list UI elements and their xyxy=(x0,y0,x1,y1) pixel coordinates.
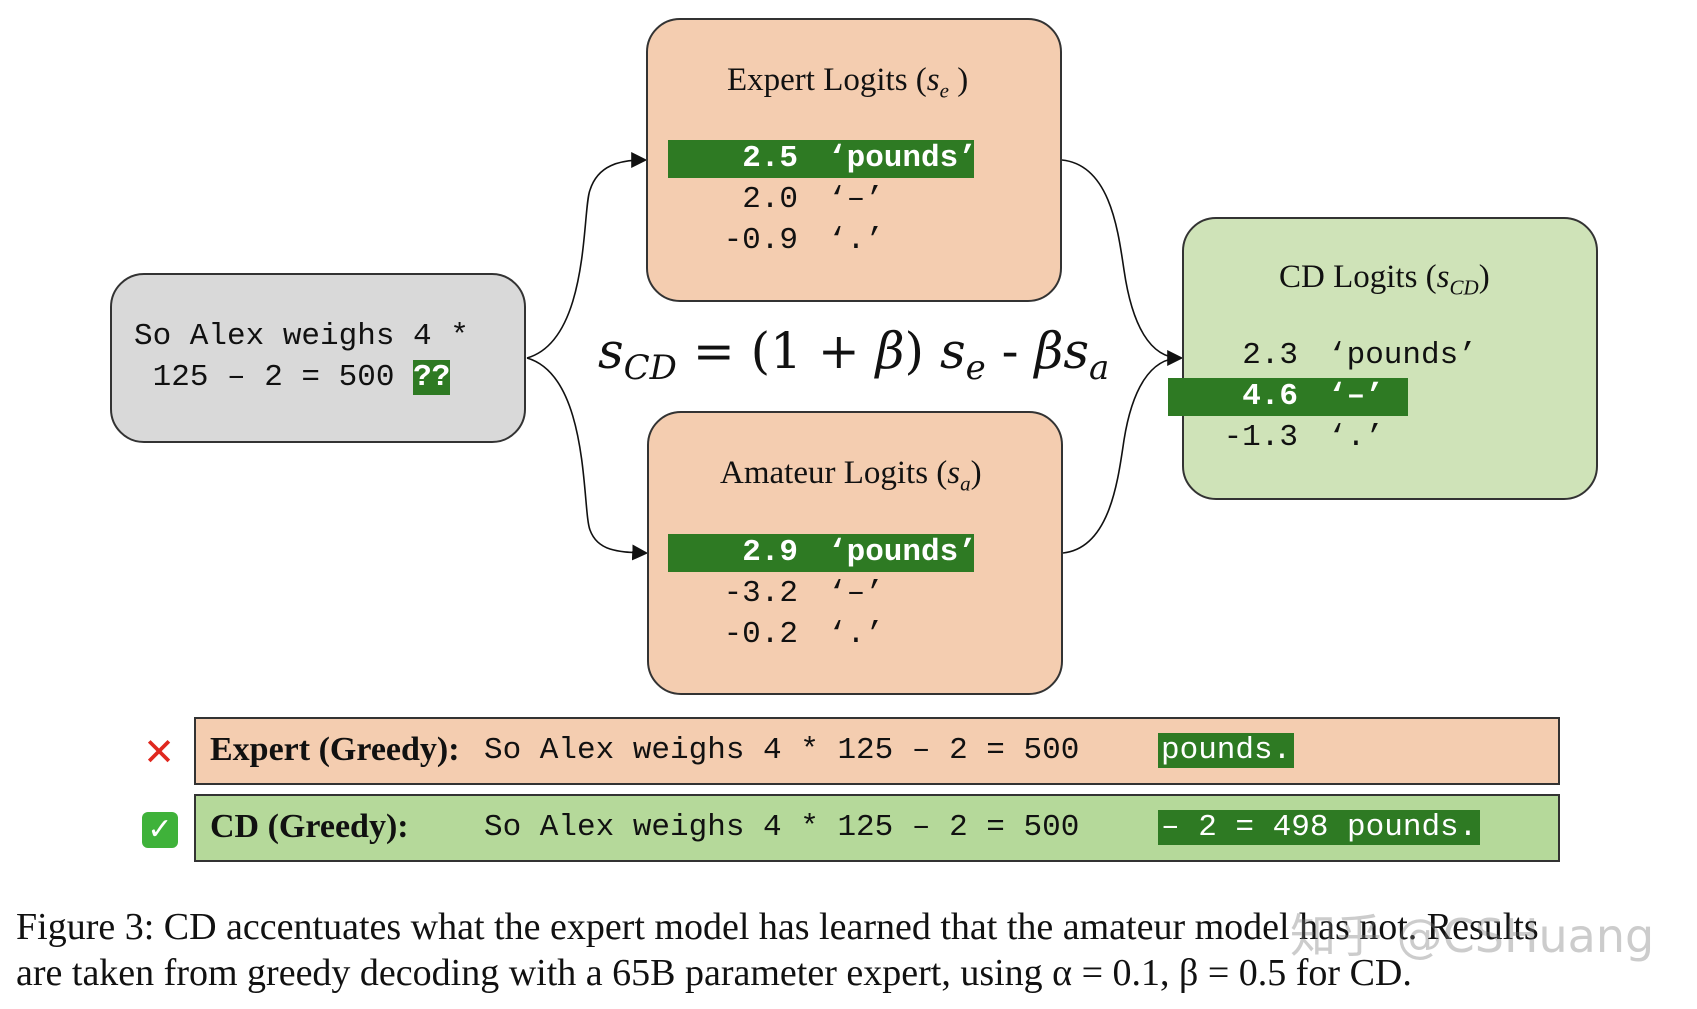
input-line-1: So Alex weighs 4 * xyxy=(134,319,469,354)
cd-logit-row-value: 4.6 xyxy=(1242,379,1298,414)
expert-logit-row-token: ‘.’ xyxy=(828,223,884,258)
cd-logit-row-token: ‘–’ xyxy=(1328,379,1384,414)
figure-caption: Figure 3: CD accentuates what the expert… xyxy=(16,904,1686,996)
expert-greedy-text: So Alex weighs 4 * 125 – 2 = 500 xyxy=(484,733,1080,768)
amateur-logit-row: -3.2 ‘–’ xyxy=(668,575,974,613)
expert-logit-row-value: 2.5 xyxy=(742,141,798,176)
amateur-logit-row: 2.9 ‘pounds’ xyxy=(668,534,977,572)
check-mark-icon: ✓ xyxy=(142,812,178,848)
arrow-expert-to-cd xyxy=(1061,159,1184,366)
amateur-logit-row: -0.2 ‘.’ xyxy=(668,616,974,654)
amateur-logit-row-token: ‘pounds’ xyxy=(828,535,977,570)
expert-logit-row: -0.9 ‘.’ xyxy=(668,222,974,260)
cross-mark-icon: ✕ xyxy=(143,730,175,774)
caption-line-2: are taken from greedy decoding with a 65… xyxy=(16,952,1412,994)
cd-greedy-result: CD (Greedy): So Alex weighs 4 * 125 – 2 … xyxy=(194,794,1560,862)
amateur-logit-row-token: ‘.’ xyxy=(828,617,884,652)
cd-logit-row-token: ‘.’ xyxy=(1328,420,1384,455)
cd-greedy-highlight: – 2 = 498 pounds. xyxy=(1158,810,1481,845)
cd-logit-row: 2.3 ‘pounds’ xyxy=(1168,337,1477,375)
input-prompt-text: So Alex weighs 4 * 125 – 2 = 500 ?? xyxy=(134,316,469,398)
expert-logits-title: Expert Logits (se ) xyxy=(727,62,969,103)
cd-formula: sCD = (1 + β) se - βsa xyxy=(598,322,1110,388)
cd-logit-row-token: ‘pounds’ xyxy=(1328,338,1477,373)
expert-logit-row-token: ‘–’ xyxy=(828,182,884,217)
expert-greedy-label: Expert (Greedy): xyxy=(210,731,460,768)
expert-logit-row: 2.0 ‘–’ xyxy=(668,181,974,219)
caption-line-1: Figure 3: CD accentuates what the expert… xyxy=(16,906,1539,948)
cd-greedy-text: So Alex weighs 4 * 125 – 2 = 500 xyxy=(484,810,1080,845)
amateur-logit-row-token: ‘–’ xyxy=(828,576,884,611)
expert-logit-row: 2.5 ‘pounds’ xyxy=(668,140,977,178)
expert-greedy-highlight: pounds. xyxy=(1158,733,1295,768)
cd-logits-title: CD Logits (sCD) xyxy=(1279,259,1490,300)
input-line-2: 125 – 2 = 500 xyxy=(152,360,414,395)
cd-logit-row-value: 2.3 xyxy=(1242,338,1298,373)
input-next-token-placeholder: ?? xyxy=(413,360,451,395)
cd-greedy-label: CD (Greedy): xyxy=(210,808,409,845)
expert-greedy-result: Expert (Greedy): So Alex weighs 4 * 125 … xyxy=(194,717,1560,785)
arrow-amateur-to-cd xyxy=(1062,357,1181,554)
amateur-logit-row-value: 2.9 xyxy=(742,535,798,570)
arrow-input-to-amateur xyxy=(526,357,649,561)
arrow-input-to-expert xyxy=(526,152,648,359)
expert-logit-row-token: ‘pounds’ xyxy=(828,141,977,176)
expert-logit-row-value: -0.9 xyxy=(723,223,798,258)
input-prompt-box xyxy=(110,273,526,443)
watermark-text: 知乎 @CSHuang xyxy=(1290,909,1655,963)
cd-logit-row: 4.6 ‘–’ xyxy=(1168,378,1408,416)
amateur-logits-title: Amateur Logits (sa) xyxy=(720,455,982,496)
amateur-logit-row-value: -3.2 xyxy=(723,576,798,611)
cd-logit-row: -1.3 ‘.’ xyxy=(1168,419,1408,457)
cd-logit-row-value: -1.3 xyxy=(1223,420,1298,455)
expert-logit-row-value: 2.0 xyxy=(742,182,798,217)
amateur-logit-row-value: -0.2 xyxy=(723,617,798,652)
cd-logits-box xyxy=(1182,217,1598,500)
